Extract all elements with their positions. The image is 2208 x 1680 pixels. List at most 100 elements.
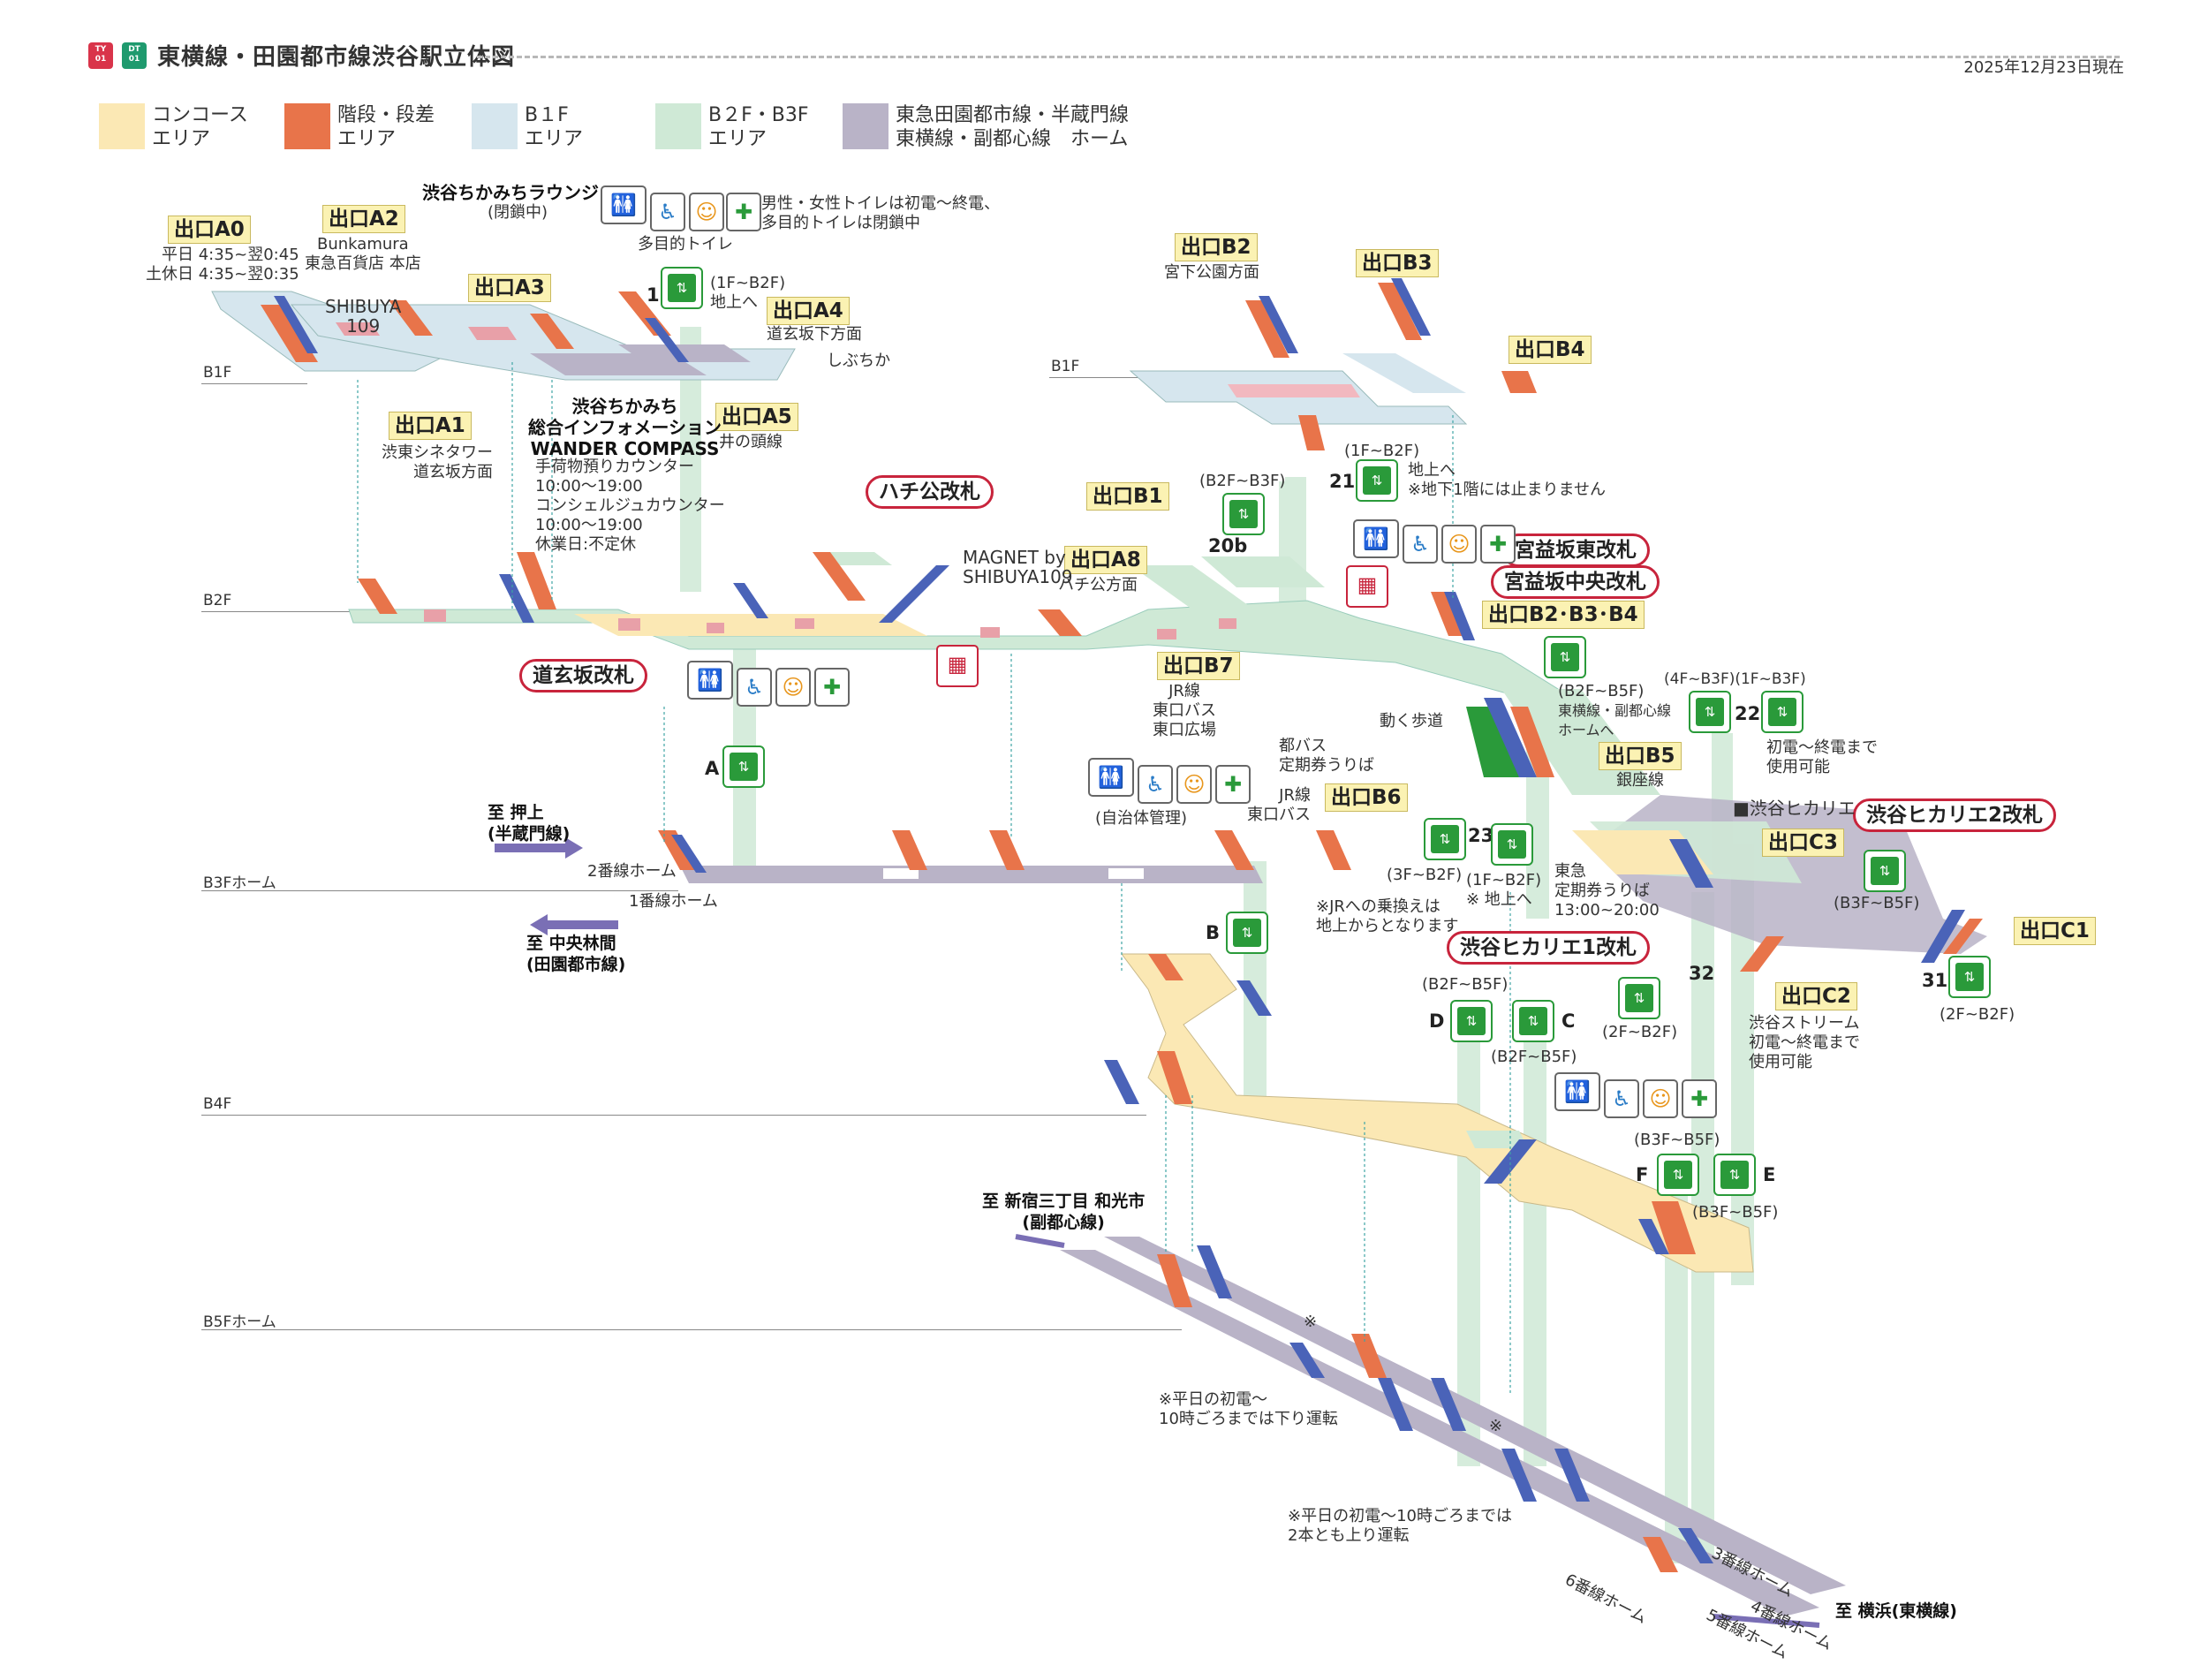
exit-b2-b3-b4[interactable]: 出口B2･B3･B4 (1482, 601, 1645, 629)
elevator-31-range: (2F~B2F) (1940, 1005, 2015, 1024)
elevator-f-icon[interactable]: ⇅ (1657, 1154, 1699, 1196)
floor-line-b2f (201, 611, 352, 612)
elevator-c-icon[interactable]: ⇅ (1512, 1000, 1554, 1042)
elevator-20b-range: (B2F~B3F) (1199, 472, 1286, 490)
elevator-f-e-range-1: (B3F~B5F) (1634, 1131, 1720, 1149)
exit-c2-note: 渋谷ストリーム 初電～終電まで 使用可能 (1749, 1014, 1860, 1071)
elevator-22-note: 初電～終電まで 使用可能 (1766, 738, 1878, 776)
elevator-e-icon[interactable]: ⇅ (1713, 1154, 1756, 1196)
baby-care-icon: ☺ (1441, 525, 1477, 564)
b1f-west-area (211, 291, 796, 381)
legend-label-stairs: 階段・段差 エリア (337, 104, 435, 150)
exit-a1-note: 渋東シネタワー 道玄坂方面 (382, 443, 493, 481)
local-government-managed-note: (自治体管理) (1095, 809, 1188, 828)
exit-c1[interactable]: 出口C1 (2014, 917, 2096, 945)
elevator-1-icon[interactable]: ⇅ (661, 267, 703, 309)
legend-label-b2f-b3f: B２F・B3F エリア (708, 104, 809, 150)
elevator-c-letter: C (1561, 1010, 1576, 1032)
elevator-22-right-icon[interactable]: ⇅ (1761, 691, 1803, 733)
elevator-c3-range: (B3F~B5F) (1834, 894, 1920, 912)
legend-swatch-platform (843, 103, 888, 149)
exit-b6[interactable]: 出口B6 (1325, 783, 1408, 812)
platform-2-label: 2番線ホーム (587, 862, 677, 881)
exit-b2[interactable]: 出口B2 (1175, 233, 1258, 261)
exit-b4[interactable]: 出口B4 (1509, 336, 1592, 364)
restroom-icon: 🚻 (1088, 758, 1134, 797)
exit-a8-note: ハチ公方面 (1058, 576, 1138, 594)
lounge-label: 渋谷ちかみちラウンジ (422, 182, 599, 203)
tokyu-pass-office-label: 東急 定期券うりば 13:00~20:00 (1554, 862, 1660, 919)
to-chuorinkan-label: 至 中央林間 (田園都市線) (526, 934, 626, 974)
ticket-office-icon[interactable]: ▦ (1346, 565, 1388, 608)
magnet-label: MAGNET by SHIBUYA109 (963, 547, 1073, 587)
elevator-a-icon[interactable]: ⇅ (722, 745, 765, 788)
exit-a8[interactable]: 出口A8 (1064, 546, 1147, 574)
elevator-31-number: 31 (1922, 970, 1948, 991)
elevator-23-right-icon[interactable]: ⇅ (1491, 823, 1533, 866)
shaft-d (1457, 1007, 1480, 1466)
elevator-20b-number: 20b (1208, 535, 1248, 556)
shibuya109-label: SHIBUYA 109 (325, 296, 402, 337)
lounge-closed-note: (閉鎖中) (488, 203, 548, 222)
connector-lines (357, 362, 1511, 1396)
elevator-21-note: 地上へ ※地下1階には止まりません (1408, 461, 1606, 499)
exit-a3[interactable]: 出口A3 (468, 274, 551, 302)
exit-a5[interactable]: 出口A5 (715, 403, 798, 431)
elevator-32-icon[interactable]: ⇅ (1618, 977, 1660, 1019)
wheelchair-icon: ♿ (737, 668, 772, 707)
gate-hikarie-2[interactable]: 渋谷ヒカリエ2改札 (1853, 798, 2057, 832)
exit-b3[interactable]: 出口B3 (1356, 249, 1439, 277)
exit-c2[interactable]: 出口C2 (1775, 982, 1857, 1010)
ostomate-icon: ✚ (814, 668, 850, 707)
gate-miyamasuzaka-east[interactable]: 宮益坂東改札 (1501, 534, 1650, 567)
elevator-23-range-1: (3F~B2F) (1387, 866, 1463, 884)
gate-miyamasuzaka-center[interactable]: 宮益坂中央改札 (1491, 565, 1660, 599)
wheelchair-icon: ♿ (650, 193, 685, 231)
elevator-b2f-b5f-icon[interactable]: ⇅ (1544, 636, 1586, 678)
wheelchair-icon: ♿ (1403, 525, 1438, 564)
exit-a2-note: Bunkamura 東急百貨店 本店 (305, 235, 421, 273)
jr-transfer-note: ※JRへの乗換えは 地上からとなります (1316, 897, 1459, 935)
elevator-22-number: 22 (1735, 703, 1761, 724)
legend-swatch-b1f (472, 103, 518, 149)
floor-label-b1f: B1F (203, 364, 232, 382)
exit-a2[interactable]: 出口A2 (322, 205, 405, 233)
elevator-b-icon[interactable]: ⇅ (1226, 912, 1268, 954)
multi-purpose-toilet-label: 多目的トイレ (638, 235, 733, 254)
elevator-21-icon[interactable]: ⇅ (1356, 459, 1398, 502)
exit-a4[interactable]: 出口A4 (767, 297, 850, 325)
info-center-label: 渋谷ちかみち 総合インフォメーション WANDER COMPASS (528, 396, 722, 459)
gate-hachiko[interactable]: ハチ公改札 (866, 475, 994, 509)
gate-hikarie-1[interactable]: 渋谷ヒカリエ1改札 (1447, 931, 1651, 965)
exit-a0[interactable]: 出口A0 (168, 216, 251, 244)
ticket-office-icon[interactable]: ▦ (936, 645, 979, 687)
floor-line-b4f (201, 1115, 1146, 1116)
shaft-c (1524, 1007, 1546, 1466)
exit-b5[interactable]: 出口B5 (1599, 742, 1682, 770)
restroom-icon: 🚻 (601, 185, 647, 224)
elevator-c3-icon[interactable]: ⇅ (1864, 850, 1906, 892)
elevator-d-icon[interactable]: ⇅ (1450, 1000, 1493, 1042)
floor-label-b5f: B5Fホーム (203, 1313, 276, 1331)
elevator-1-number: 1 (647, 284, 660, 306)
elevator-e-letter: E (1763, 1164, 1776, 1185)
elevator-d-c-range-2: (B2F~B5F) (1491, 1048, 1577, 1066)
as-of-date: 2025年12月23日現在 (1963, 58, 2124, 77)
exit-b1[interactable]: 出口B1 (1086, 482, 1169, 511)
b2f-area (348, 552, 1574, 708)
legend-label-concourse: コンコース エリア (152, 104, 248, 150)
exit-a1[interactable]: 出口A1 (389, 412, 472, 440)
elevator-32-range: (2F~B2F) (1602, 1023, 1678, 1041)
elevator-32-number: 32 (1689, 963, 1715, 984)
elevator-20b-icon[interactable]: ⇅ (1222, 493, 1265, 535)
elevator-23-left-icon[interactable]: ⇅ (1424, 818, 1466, 860)
floor-line-b1f (201, 383, 307, 384)
elevator-22-left-icon[interactable]: ⇅ (1689, 691, 1731, 733)
baby-care-icon: ☺ (1643, 1079, 1678, 1118)
elevator-21-range: (1F~B2F) (1344, 442, 1420, 460)
gate-dogenzaka[interactable]: 道玄坂改札 (519, 659, 647, 692)
elevator-31-icon[interactable]: ⇅ (1948, 956, 1991, 998)
uphill-escalator-note: ※平日の初電～10時ごろまでは 2本とも上り運転 (1288, 1507, 1512, 1545)
exit-b7[interactable]: 出口B7 (1157, 652, 1240, 680)
exit-c3[interactable]: 出口C3 (1762, 829, 1844, 857)
